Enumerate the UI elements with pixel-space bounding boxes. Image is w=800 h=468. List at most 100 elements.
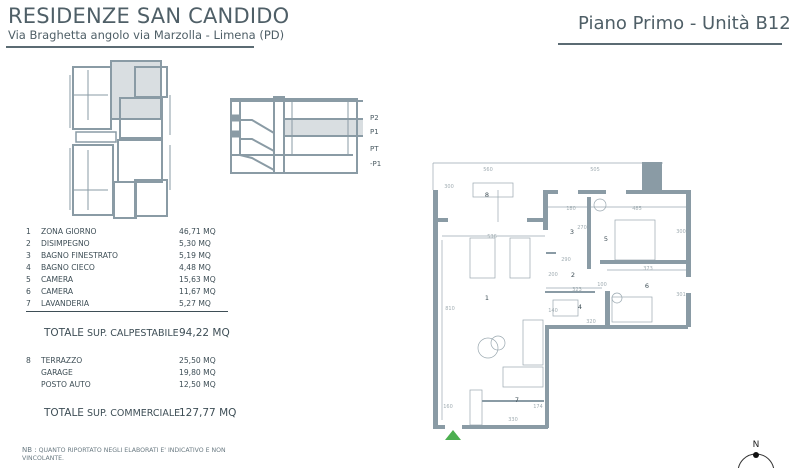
north-compass-icon: N (737, 440, 775, 468)
room-label: ZONA GIORNO (41, 227, 97, 237)
dimension-label: 485 (632, 206, 642, 212)
extra-number: 8 (26, 356, 31, 366)
room-row: 1 ZONA GIORNO 46,71 MQ (26, 226, 239, 238)
room-number-5: 5 (604, 235, 608, 243)
total-label-big: TOTALE (44, 327, 84, 339)
dimension-label: 100 (597, 282, 607, 288)
room-label: BAGNO CIECO (41, 263, 95, 273)
section-drawing (230, 96, 363, 174)
room-area: 15,63 MQ (179, 275, 216, 284)
room-row: 4 BAGNO CIECO 4,48 MQ (26, 262, 239, 274)
project-title: RESIDENZE SAN CANDIDO (8, 4, 290, 28)
total-label-small: SUP. CALPESTABILE (86, 328, 179, 339)
room-number-8: 8 (485, 191, 489, 199)
room-number: 4 (26, 263, 31, 273)
dimension-labels: 560 505 300 536 180 270 485 300 290 200 … (443, 167, 686, 423)
dimension-label: 140 (548, 308, 558, 314)
dimension-label: 300 (444, 184, 454, 190)
room-row: 7 LAVANDERIA 5,27 MQ (26, 297, 239, 309)
project-address: Via Braghetta angolo via Marzolla - Lime… (8, 28, 285, 42)
level-label-pt: PT (370, 145, 379, 153)
dimension-label: 560 (483, 167, 493, 173)
extra-number (26, 379, 41, 391)
dimension-label: 160 (443, 404, 453, 410)
list-divider (26, 311, 228, 312)
dimension-label: 290 (561, 257, 571, 263)
extra-number (26, 367, 41, 379)
extra-row: GARAGE 19,80 MQ (26, 367, 239, 379)
room-number-7: 7 (515, 396, 519, 404)
dimension-label: 174 (533, 404, 543, 410)
total-label-big: TOTALE (44, 407, 84, 419)
dimension-label: 330 (508, 417, 518, 423)
key-plan (69, 60, 171, 219)
dimension-label: 320 (586, 319, 596, 325)
room-number: 6 (26, 286, 31, 296)
room-row: 3 BAGNO FINESTRATO 5,19 MQ (26, 250, 239, 262)
extra-label: TERRAZZO (41, 356, 83, 366)
room-label: LAVANDERIA (41, 298, 90, 308)
disclaimer-note: NB : QUANTO RIPORTATO NEGLI ELABORATI E'… (22, 446, 252, 463)
note-prefix: NB : (22, 446, 37, 454)
level-label-p2: P2 (370, 114, 379, 122)
room-area: 5,27 MQ (179, 298, 211, 308)
room-number-1: 1 (485, 294, 489, 302)
dimension-label: 301 (676, 292, 686, 298)
dimension-label: 270 (577, 225, 587, 231)
walls (433, 162, 691, 429)
dimension-label: 300 (676, 229, 686, 235)
level-label-p1: P1 (370, 128, 379, 136)
note-text: QUANTO RIPORTATO NEGLI ELABORATI E' INDI… (22, 447, 226, 462)
total-commerciale-value: 127,77 MQ (179, 407, 237, 419)
unit-rule (558, 43, 782, 45)
room-number: 7 (26, 298, 31, 308)
dimension-label: 810 (445, 306, 455, 312)
extras-list: 8 TERRAZZO 25,50 MQ GARAGE 19,80 MQ POSTO A… (26, 355, 239, 391)
total-calpestabile-label: TOTALE SUP. CALPESTABILE (44, 327, 179, 339)
compass-label: N (753, 440, 760, 450)
room-number-3: 3 (570, 228, 574, 236)
room-row: 5 CAMERA 15,63 MQ (26, 274, 239, 286)
room-number-2: 2 (571, 271, 575, 279)
dimension-label: 200 (548, 272, 558, 278)
header-rule (6, 46, 254, 48)
total-label-small: SUP. COMMERCIALE (86, 408, 181, 419)
room-area: 5,30 MQ (179, 239, 211, 249)
room-number-4: 4 (578, 303, 582, 311)
room-label: DISIMPEGNO (41, 239, 90, 249)
room-label: CAMERA (41, 275, 74, 284)
total-calpestabile-value: 94,22 MQ (179, 327, 230, 339)
room-area: 4,48 MQ (179, 263, 211, 273)
room-label: BAGNO FINESTRATO (41, 251, 118, 261)
room-area: 5,19 MQ (179, 251, 211, 261)
extra-label: POSTO AUTO (41, 380, 91, 390)
room-number: 3 (26, 251, 31, 261)
room-number: 1 (26, 227, 31, 237)
extra-row: POSTO AUTO 12,50 MQ (26, 379, 239, 391)
room-label: CAMERA (41, 286, 74, 296)
level-label-p-1: -P1 (370, 160, 381, 168)
room-area: 11,67 MQ (179, 286, 216, 296)
room-row: 2 DISIMPEGNO 5,30 MQ (26, 238, 239, 250)
room-number: 2 (26, 239, 31, 249)
unit-title: Piano Primo - Unità B12 (578, 13, 791, 34)
room-row: 6 CAMERA 11,67 MQ (26, 285, 239, 297)
total-commerciale-label: TOTALE SUP. COMMERCIALE (44, 407, 180, 419)
dimension-label: 505 (590, 167, 600, 173)
extra-label: GARAGE (41, 368, 73, 378)
room-number-6: 6 (645, 282, 649, 290)
extra-area: 25,50 MQ (179, 356, 216, 366)
dimension-label: 180 (566, 206, 576, 212)
entrance-arrow-icon (445, 430, 461, 440)
extra-row: 8 TERRAZZO 25,50 MQ (26, 355, 239, 367)
dimension-label: 373 (643, 266, 653, 272)
floor-plan: 8 1 2 3 4 5 6 7 560 505 300 536 180 270 … (432, 162, 691, 440)
dimension-label: 536 (487, 234, 497, 240)
extra-area: 19,80 MQ (179, 368, 216, 378)
dimension-label: 323 (572, 287, 582, 293)
room-area: 46,71 MQ (179, 227, 216, 237)
extra-area: 12,50 MQ (179, 380, 216, 390)
room-number: 5 (26, 275, 31, 284)
